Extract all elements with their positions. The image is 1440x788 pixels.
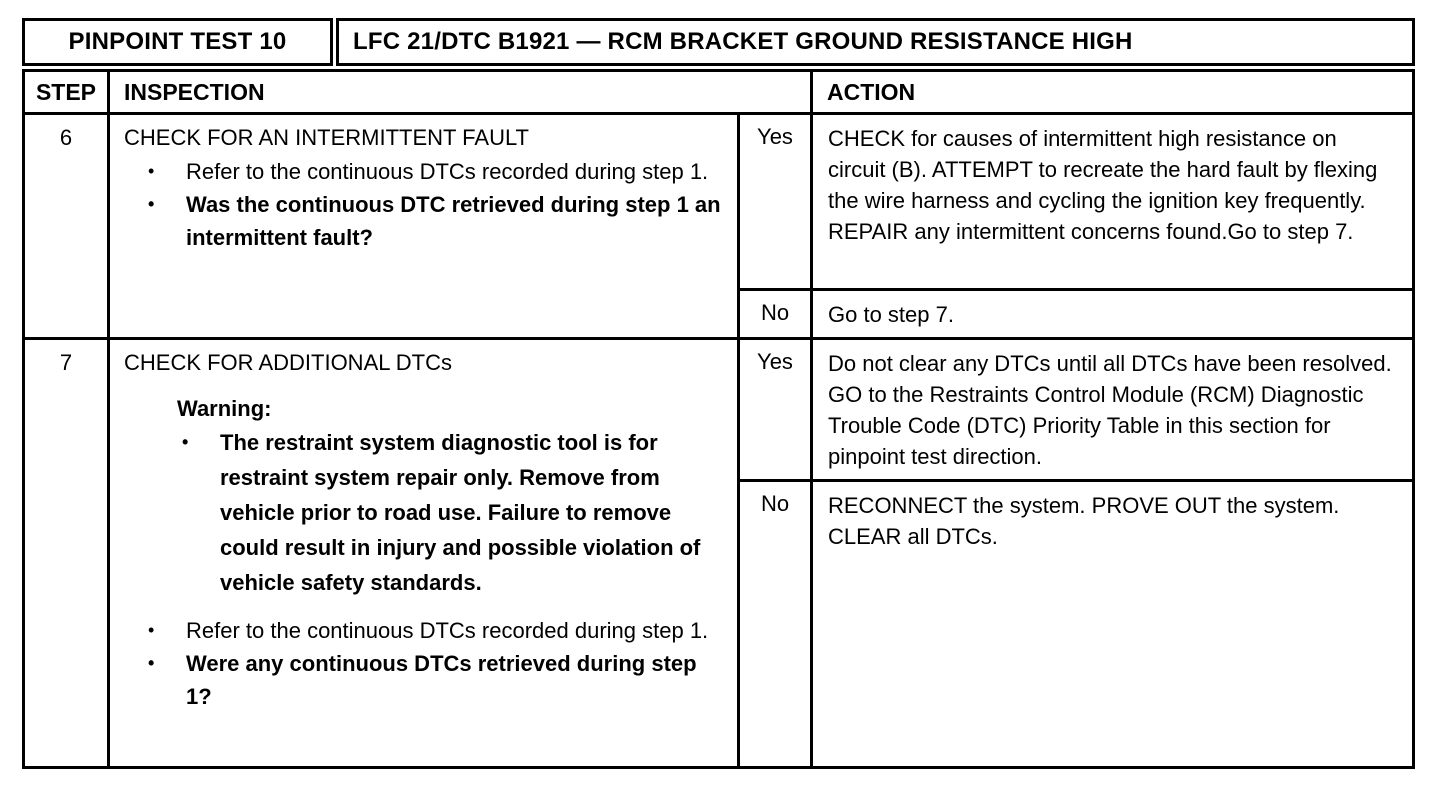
warning-heading: Warning: — [177, 396, 272, 421]
list-item: Refer to the continuous DTCs recorded du… — [124, 614, 727, 647]
branch-label-no: No — [740, 291, 813, 337]
branch-label-yes: Yes — [740, 340, 813, 479]
inspection-cell-step-7: CHECK FOR ADDITIONAL DTCs Warning: The r… — [110, 340, 740, 769]
branch-text-yes: CHECK for causes of intermittent high re… — [828, 126, 1378, 244]
inspection-bullet-list: Refer to the continuous DTCs recorded du… — [124, 614, 727, 713]
table-header-row: STEP INSPECTION ACTION — [25, 72, 1412, 115]
inspection-cell-step-6: CHECK FOR AN INTERMITTENT FAULT Refer to… — [110, 115, 740, 337]
branch-no: No Go to step 7. — [740, 288, 1412, 337]
title-bar: PINPOINT TEST 10 LFC 21/DTC B1921 — RCM … — [22, 18, 1415, 66]
inspection-bullet-list: Refer to the continuous DTCs recorded du… — [124, 155, 727, 254]
branch-text-no: RECONNECT the system. PROVE OUT the syst… — [828, 493, 1340, 549]
column-header-step: STEP — [25, 72, 110, 112]
step-number: 6 — [25, 115, 110, 337]
list-item: Was the continuous DTC retrieved during … — [124, 188, 727, 254]
action-cell-step-7: Yes Do not clear any DTCs until all DTCs… — [740, 340, 1412, 769]
inspection-title: CHECK FOR AN INTERMITTENT FAULT — [124, 125, 529, 150]
branch-no: No RECONNECT the system. PROVE OUT the s… — [740, 479, 1412, 766]
list-item: Refer to the continuous DTCs recorded du… — [124, 155, 727, 188]
branch-yes: Yes Do not clear any DTCs until all DTCs… — [740, 340, 1412, 479]
action-cell-step-6: Yes CHECK for causes of intermittent hig… — [740, 115, 1412, 337]
pinpoint-test-name: LFC 21/DTC B1921 — RCM BRACKET GROUND RE… — [336, 18, 1415, 66]
table-row-step-7: 7 CHECK FOR ADDITIONAL DTCs Warning: The… — [25, 340, 1412, 769]
step-number: 7 — [25, 340, 110, 769]
warning-bullet-list: The restraint system diagnostic tool is … — [124, 425, 727, 600]
pinpoint-test-table: STEP INSPECTION ACTION 6 CHECK FOR AN IN… — [22, 69, 1415, 769]
branch-label-yes: Yes — [740, 115, 813, 288]
list-item: Were any continuous DTCs retrieved durin… — [124, 647, 727, 713]
branch-label-no: No — [740, 482, 813, 766]
column-header-inspection: INSPECTION — [110, 72, 813, 112]
column-header-action: ACTION — [827, 78, 916, 105]
table-row-step-6: 6 CHECK FOR AN INTERMITTENT FAULT Refer … — [25, 115, 1412, 340]
branch-text-no: Go to step 7. — [828, 302, 954, 327]
pinpoint-test-label: PINPOINT TEST 10 — [22, 18, 333, 66]
list-item: The restraint system diagnostic tool is … — [124, 425, 727, 600]
inspection-title: CHECK FOR ADDITIONAL DTCs — [124, 350, 452, 375]
branch-text-yes: Do not clear any DTCs until all DTCs hav… — [828, 351, 1392, 469]
branch-yes: Yes CHECK for causes of intermittent hig… — [740, 115, 1412, 288]
